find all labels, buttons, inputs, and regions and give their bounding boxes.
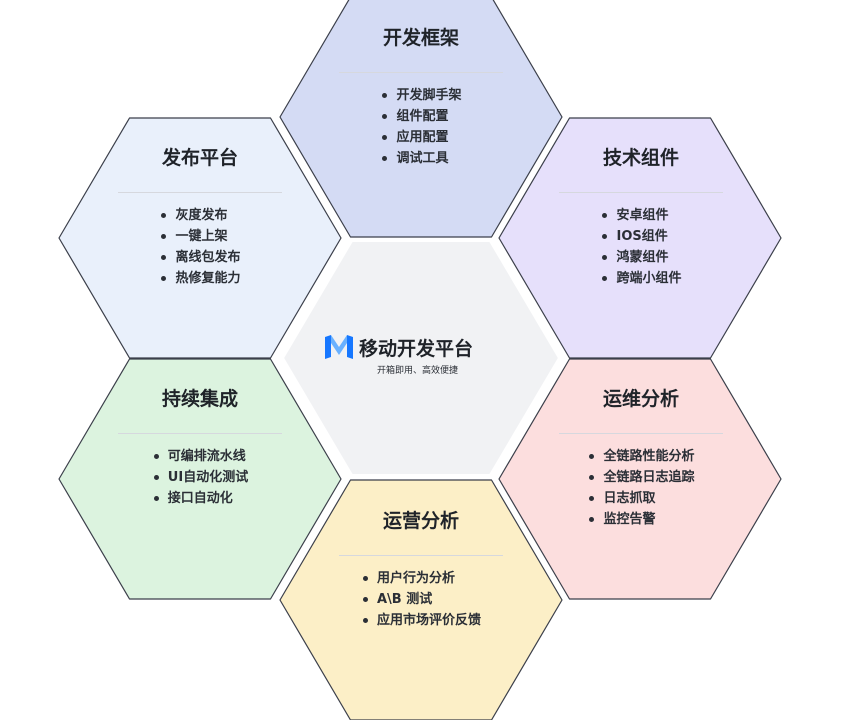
list-item: 调试工具 [380,148,461,169]
list-item: UI自动化测试 [152,467,248,488]
hexagon-dev-framework [279,0,563,238]
list-item: 用户行为分析 [361,568,481,589]
hexagon-operation-analysis [279,479,563,720]
list-item: 一键上架 [159,226,240,247]
center-brand: 移动开发平台 [323,333,473,361]
hexagon-release-platform [58,117,342,359]
feature-list: 全链路性能分析 全链路日志追踪 日志抓取 监控告警 [587,446,695,530]
hex-content-tech-components: 技术组件 安卓组件 IOS组件 鸿蒙组件 跨端小组件 [526,140,756,289]
hex-content-operation-analysis: 运营分析 用户行为分析 A\B 测试 应用市场评价反馈 [306,503,536,631]
list-item: 监控告警 [587,509,694,530]
hex-title: 运营分析 [382,510,459,532]
feature-list: 开发脚手架 组件配置 应用配置 调试工具 [380,85,462,169]
list-item: 开发脚手架 [380,85,462,106]
list-item: 接口自动化 [152,488,248,509]
list-item: A\B 测试 [361,589,481,610]
hex-title: 技术组件 [602,147,679,169]
list-item: 跨端小组件 [600,268,682,289]
list-item: 热修复能力 [159,268,241,289]
list-item: 离线包发布 [159,247,241,268]
divider [339,72,503,73]
list-item: 鸿蒙组件 [600,247,681,268]
hex-title: 开发框架 [382,27,459,49]
hexagon-ops-analysis [498,358,782,600]
hex-content-ops-analysis: 运维分析 全链路性能分析 全链路日志追踪 日志抓取 监控告警 [526,381,756,530]
hex-content-dev-framework: 开发框架 开发脚手架 组件配置 应用配置 调试工具 [306,20,536,169]
list-item: 全链路日志追踪 [587,467,695,488]
list-item: 日志抓取 [587,488,694,509]
list-item: IOS组件 [600,226,681,247]
list-item: 应用配置 [380,127,461,148]
hex-content-release-platform: 发布平台 灰度发布 一键上架 离线包发布 热修复能力 [85,140,315,289]
hex-content-continuous-integration: 持续集成 可编排流水线 UI自动化测试 接口自动化 [85,381,315,509]
divider [118,192,282,193]
list-item: 应用市场评价反馈 [361,610,481,631]
platform-title: 移动开发平台 [359,337,474,360]
center-hexagon [281,240,561,476]
feature-list: 可编排流水线 UI自动化测试 接口自动化 [152,446,248,509]
feature-list: 用户行为分析 A\B 测试 应用市场评价反馈 [361,568,481,631]
list-item: 可编排流水线 [152,446,248,467]
hexagon-continuous-integration [58,358,342,600]
list-item: 全链路性能分析 [587,446,695,467]
divider [339,555,503,556]
list-item: 灰度发布 [159,205,240,226]
feature-list: 灰度发布 一键上架 离线包发布 热修复能力 [159,205,241,289]
list-item: 安卓组件 [600,205,681,226]
hexagon-tech-components [498,117,782,359]
divider [118,433,282,434]
divider [559,192,723,193]
hex-title: 持续集成 [161,388,238,410]
divider [559,433,723,434]
hex-title: 发布平台 [161,147,238,169]
hex-title: 运维分析 [602,388,679,410]
feature-list: 安卓组件 IOS组件 鸿蒙组件 跨端小组件 [600,205,682,289]
platform-subtitle: 开箱即用、高效便捷 [377,366,459,376]
list-item: 组件配置 [380,106,461,127]
m-logo-icon [325,335,353,359]
center-content: 移动开发平台 开箱即用、高效便捷 [323,333,503,376]
